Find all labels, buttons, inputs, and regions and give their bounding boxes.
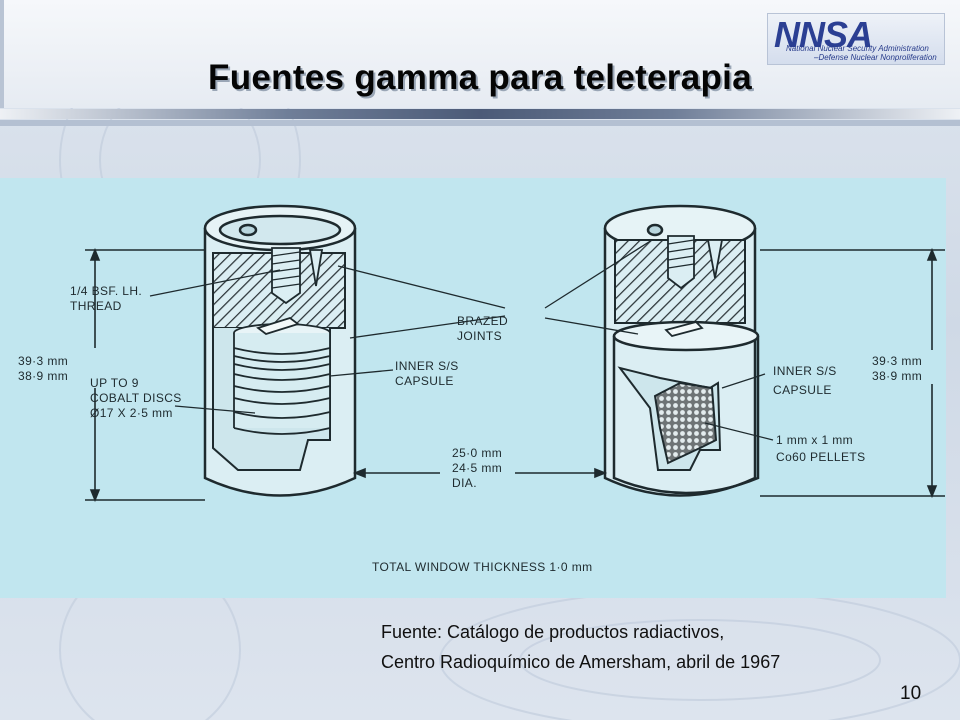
nnsa-logo: NNSA National Nuclear Security Administr… [767,13,945,65]
page-title: Fuentes gamma para teleterapia [208,58,752,97]
left-capsule [203,204,357,497]
logo-mark: NNSA [774,14,873,55]
brazed-joints-label: BRAZED JOINTS [457,314,508,344]
cobalt-discs-line3: Ø17 X 2·5 mm [90,406,173,420]
caption-line-1: Fuente: Catálogo de productos radiactivo… [381,622,725,642]
cobalt-discs-line1: UP TO 9 [90,376,139,390]
inner-capsule-left-line2: CAPSULE [395,374,454,388]
inner-capsule-left-line1: INNER S/S [395,359,459,373]
inner-capsule-left-label: INNER S/S CAPSULE [395,359,459,389]
left-height-label: 39·3 mm 38·9 mm [18,354,68,384]
thread-label-line1: 1/4 BSF. LH. [70,284,143,298]
right-height-label: 39·3 mm 38·9 mm [872,354,922,384]
capsule-drawing [85,204,945,503]
pellets-material: Co60 PELLETS [776,450,866,464]
window-thickness-label: TOTAL WINDOW THICKNESS 1·0 mm [372,560,593,574]
capsule-diagram: 1/4 BSF. LH. THREAD 39·3 mm 38·9 mm UP T… [0,178,946,598]
right-capsule [603,204,760,497]
leader-lines [149,239,774,441]
logo-agency-name: National Nuclear Security Administration [786,44,929,53]
inner-capsule-right-line1: INNER S/S [773,364,837,378]
brazed-joints-line1: BRAZED [457,314,509,328]
diameter-label: 25·0 mm 24·5 mm DIA. [452,446,502,491]
right-height-min: 38·9 mm [872,369,923,383]
title-divider-light [0,120,960,126]
caption-line-2: Centro Radioquímico de Amersham, abril d… [381,652,781,672]
page-number: 10 [900,683,922,704]
left-height-min: 38·9 mm [18,369,69,383]
thread-label-line2: THREAD [70,299,122,313]
cobalt-discs-label: UP TO 9 COBALT DISCS Ø17 X 2·5 mm [90,376,182,421]
diameter-max: 25·0 mm [452,446,503,460]
cobalt-discs-line2: COBALT DISCS [90,391,182,405]
inner-capsule-right-line2: CAPSULE [773,383,832,397]
dimension-lines [85,247,945,503]
diameter-min: 24·5 mm [452,461,503,475]
brazed-joints-line2: JOINTS [457,329,503,343]
thread-label: 1/4 BSF. LH. THREAD [70,284,142,314]
inner-capsule-right-label: INNER S/S CAPSULE [773,362,837,400]
diameter-unit: DIA. [452,476,477,490]
pellets-size: 1 mm x 1 mm [776,433,854,447]
right-height-max: 39·3 mm [872,354,923,368]
left-height-max: 39·3 mm [18,354,69,368]
pellets-label: 1 mm x 1 mm Co60 PELLETS [776,432,866,466]
title-band-edge [0,0,4,108]
logo-division-name: –Defense Nuclear Nonproliferation [814,53,937,62]
title-divider [0,109,960,119]
